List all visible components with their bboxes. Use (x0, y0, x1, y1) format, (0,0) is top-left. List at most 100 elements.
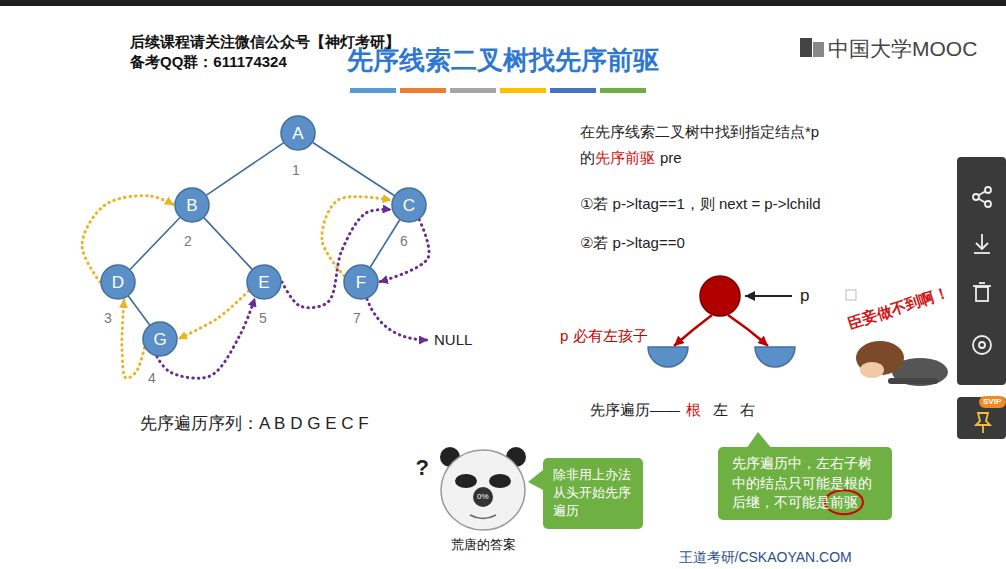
share-dot (973, 194, 979, 200)
highlight-text: 根 (686, 401, 701, 419)
header-note: 后续课程请关注微信公众号【神灯考研】 (130, 33, 400, 51)
top-strip (0, 0, 1006, 6)
title-bar (400, 88, 446, 93)
tree-branch (130, 218, 179, 269)
download-head (976, 243, 988, 249)
vip-badge: SVIP (983, 397, 1001, 407)
node-letter: E (258, 274, 269, 291)
bowing-cartoon (856, 341, 948, 386)
body-text: 左 (713, 401, 728, 419)
node-letter: A (292, 125, 303, 142)
cartoon-arm (888, 378, 938, 384)
download-tray (974, 252, 990, 254)
watermark: 王道考研/CSKAOYAN.COM (679, 549, 852, 566)
meme-caption: 臣妾做不到啊！ (845, 283, 950, 333)
tree-branch (207, 143, 283, 195)
tree-node: E (246, 264, 282, 300)
bubble-pointer (528, 470, 543, 490)
node-letter: F (356, 274, 366, 291)
node-circle (344, 265, 378, 299)
successor-thread (282, 209, 392, 307)
body-text: 在先序线索二叉树中找到指定结点*p (580, 123, 819, 141)
callout-text: 先序遍历中，左右子树中的结点只可能是根的后继，不可能是前驱 (732, 454, 878, 513)
tree-node: D (100, 264, 136, 300)
preorder-number: 3 (104, 310, 112, 327)
speech-bubble: 除非用上办法从头开始先序遍历 (543, 458, 643, 529)
tree-node: C (391, 187, 427, 223)
share-line (979, 199, 985, 203)
bubble-fill (718, 447, 892, 520)
share-line (979, 192, 985, 196)
title-bars (350, 88, 646, 93)
pointer-name: p (800, 286, 809, 306)
title-bar (550, 88, 596, 93)
title-bar (450, 88, 496, 93)
download-icon (974, 234, 990, 253)
pointer-arrow (745, 295, 792, 297)
tree-branch (129, 296, 150, 324)
panda-eye (455, 474, 477, 488)
panda-eye (489, 474, 511, 488)
panda-face (441, 450, 525, 530)
predecessor-thread (322, 197, 392, 276)
node-circle (281, 116, 315, 150)
pin-icon (976, 413, 990, 433)
highlight-text: 先序前驱 (595, 149, 655, 167)
null-thread-arrow (367, 299, 428, 340)
logo-block (813, 42, 824, 57)
tree-node: F (343, 264, 379, 300)
toolbar-panel (957, 397, 1006, 439)
preorder-number: 1 (292, 162, 300, 179)
vip-badge-back (979, 396, 1006, 408)
tree-node: G (142, 321, 178, 357)
question-mark: ? (416, 455, 429, 481)
meme-percent: 0% (477, 492, 489, 502)
preorder-number: 2 (184, 233, 192, 250)
body-text: 先序遍历—— (590, 401, 680, 419)
brand-logo: 中国大学MOOC (828, 36, 977, 61)
node-circle (392, 188, 426, 222)
trash-icon (973, 283, 991, 301)
node-circle (143, 322, 177, 356)
tree-branch (313, 143, 394, 195)
pin-head (976, 413, 990, 425)
preorder-number: 4 (148, 370, 156, 387)
node-letter: C (403, 197, 415, 214)
body-text: 右 (740, 401, 755, 419)
bubble-fill (543, 458, 643, 529)
null-label: NULL (434, 331, 472, 349)
share-dot (985, 201, 991, 207)
pointer-node (700, 276, 740, 316)
callout-box: 先序遍历中，左右子树中的结点只可能是根的后继，不可能是前驱 (718, 447, 892, 520)
preorder-number: 6 (400, 233, 408, 250)
tree-branch (371, 220, 400, 266)
child-arrow (728, 315, 768, 346)
pointer-diagram (648, 276, 795, 367)
panda-mouth (473, 487, 493, 507)
body-text: pre (660, 149, 682, 167)
successor-thread (379, 220, 429, 282)
meme-caption: 荒唐的答案 (451, 537, 516, 553)
tree-node: A (280, 115, 316, 151)
node-circle (101, 265, 135, 299)
view-ring (973, 336, 991, 354)
toolbar-panel (957, 157, 1006, 385)
side-toolbar (957, 157, 1006, 439)
predecessor-thread (122, 299, 145, 378)
left-subtree (648, 347, 688, 367)
small-box (846, 290, 856, 300)
predecessor-thread (178, 291, 248, 339)
logo-block (800, 38, 812, 57)
title-bar (350, 88, 396, 93)
header-note: 备考QQ群：611174324 (130, 53, 287, 71)
trash-handle (979, 282, 985, 284)
note-text: p 必有左孩子 (560, 327, 648, 345)
trash-can (976, 287, 988, 301)
panda-chin (470, 515, 496, 519)
node-circle (175, 188, 209, 222)
trash-lid (973, 285, 991, 287)
preorder-number: 7 (353, 310, 361, 327)
child-arrow (674, 315, 712, 346)
download-stem (981, 234, 983, 248)
rule-text: ②若 p->ltag==0 (580, 234, 685, 252)
